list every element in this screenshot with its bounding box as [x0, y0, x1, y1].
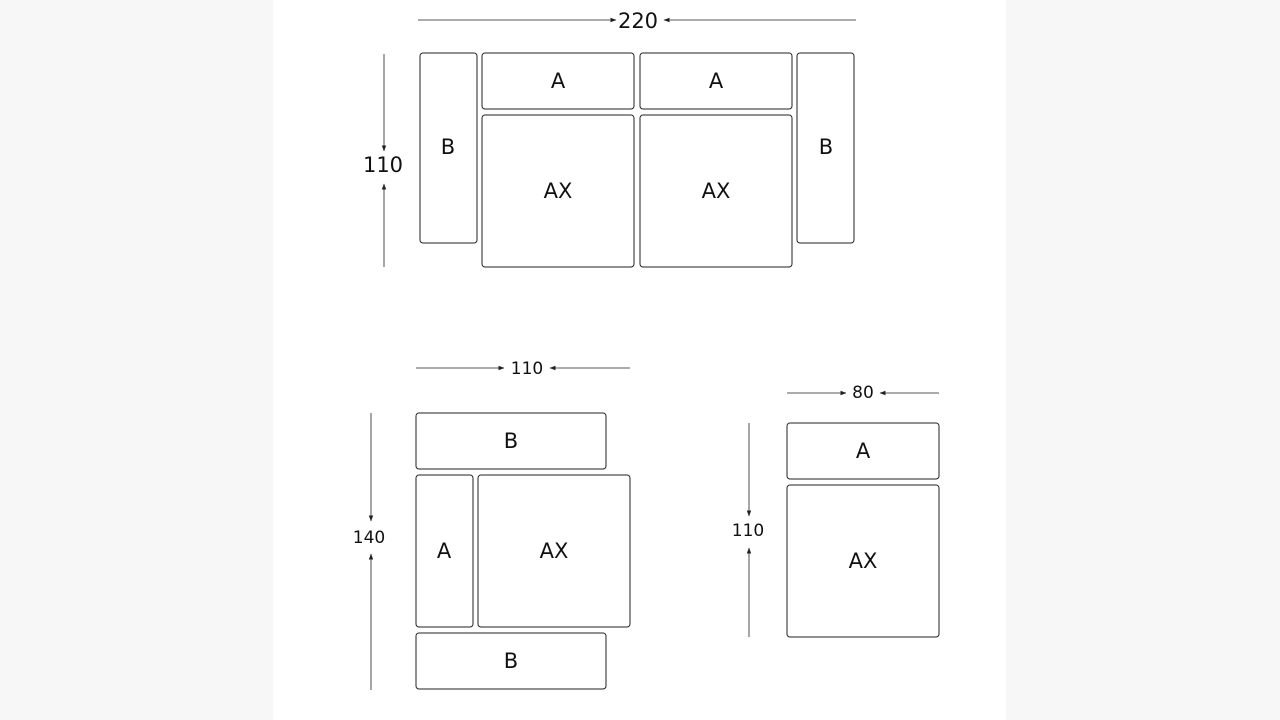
dimension-label-width: 220 — [618, 9, 658, 33]
piece-bottom-bar: B — [415, 632, 607, 690]
piece-back: A — [786, 422, 940, 480]
piece-label: A — [437, 539, 452, 563]
dimension-depth-110: 110 — [363, 54, 403, 267]
dimension-width-80: 80 — [787, 383, 939, 403]
piece-top-bar: B — [415, 412, 607, 470]
piece-label: AX — [544, 179, 573, 203]
dimension-width-110: 110 — [416, 359, 630, 379]
layout-bottom-left: 110 140 B A AX B — [353, 359, 631, 690]
piece-label: B — [819, 135, 833, 159]
dimension-width-220: 220 — [418, 9, 856, 33]
dimension-label-depth: 110 — [363, 153, 403, 177]
piece-outline — [481, 52, 635, 110]
piece-label: AX — [849, 549, 878, 573]
piece-back-right: A — [639, 52, 793, 110]
piece-label: A — [551, 69, 566, 93]
piece-outline — [786, 484, 940, 638]
dimension-label-width: 110 — [511, 359, 543, 379]
piece-seat: AX — [786, 484, 940, 638]
piece-outline — [419, 52, 478, 244]
piece-label: AX — [540, 539, 569, 563]
piece-arm-left: B — [419, 52, 478, 244]
piece-outline — [415, 412, 607, 470]
piece-outline — [477, 474, 631, 628]
piece-outline — [415, 632, 607, 690]
layout-top: 220 110 B A A B AX AX — [363, 9, 856, 268]
dimension-depth-110: 110 — [732, 423, 764, 637]
piece-label: B — [441, 135, 455, 159]
dimension-label-depth: 110 — [732, 521, 764, 541]
piece-side: A — [415, 474, 474, 628]
dimension-label-depth: 140 — [353, 528, 385, 548]
piece-seat-left: AX — [481, 114, 635, 268]
piece-outline — [481, 114, 635, 268]
piece-label: A — [856, 439, 871, 463]
piece-arm-right: B — [796, 52, 855, 244]
piece-label: A — [709, 69, 724, 93]
piece-outline — [796, 52, 855, 244]
dimension-label-width: 80 — [852, 383, 874, 403]
piece-label: AX — [702, 179, 731, 203]
piece-label: B — [504, 649, 518, 673]
piece-back-left: A — [481, 52, 635, 110]
piece-outline — [786, 422, 940, 480]
piece-outline — [639, 114, 793, 268]
piece-seat: AX — [477, 474, 631, 628]
piece-outline — [639, 52, 793, 110]
piece-seat-right: AX — [639, 114, 793, 268]
layout-bottom-right: 80 110 A AX — [732, 383, 940, 638]
piece-label: B — [504, 429, 518, 453]
piece-outline — [415, 474, 474, 628]
dimension-depth-140: 140 — [353, 413, 385, 690]
